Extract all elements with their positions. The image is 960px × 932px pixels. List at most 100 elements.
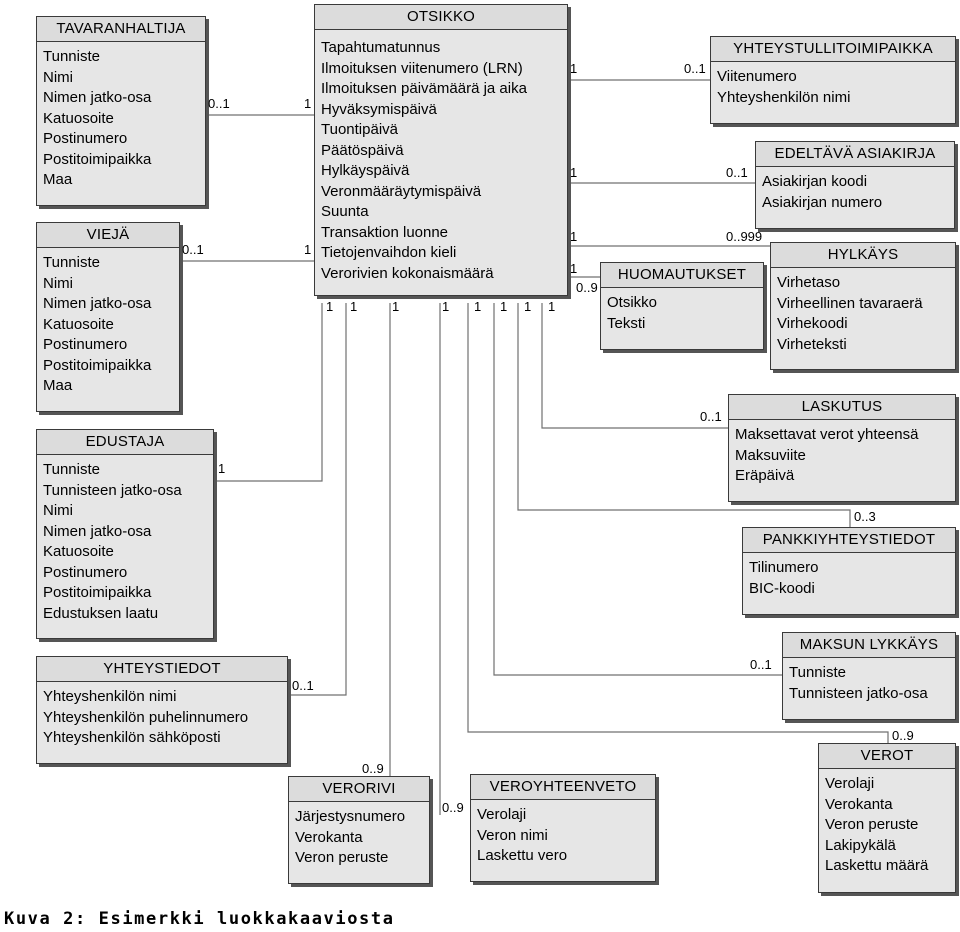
- line-maksun-otsikko: [493, 303, 782, 676]
- class-tavaranhaltija: TAVARANHALTIJA Tunniste Nimi Nimen jatko…: [36, 16, 206, 206]
- attribute: Yhteyshenkilön nimi: [717, 88, 851, 106]
- attribute: Verorivien kokonaismäärä: [321, 264, 494, 282]
- multiplicity-label: 0..1: [208, 96, 230, 111]
- attribute: Verolaji: [477, 806, 527, 823]
- multiplicity-label: 0..9: [362, 761, 384, 776]
- class-attributes: Tunniste Nimi Nimen jatko-osa Katuosoite…: [37, 248, 179, 400]
- multiplicity-label: 1: [524, 299, 532, 314]
- attribute: Veron peruste: [295, 849, 389, 866]
- attribute: Suunta: [321, 203, 369, 220]
- attribute: Veron peruste: [825, 816, 919, 833]
- attribute: Järjestysnumero: [295, 808, 406, 825]
- class-attributes: Tunniste Tunnisteen jatko-osa Nimi Nimen…: [37, 455, 213, 627]
- class-attributes: Viitenumero Yhteyshenkilön nimi: [711, 62, 955, 111]
- class-pankkiyhteystiedot: PANKKIYHTEYSTIEDOT Tilinumero BIC-koodi: [742, 527, 956, 615]
- class-yhteystullitoimipaikka: YHTEYSTULLITOIMIPAIKKA Viitenumero Yhtey…: [710, 36, 956, 124]
- figure-caption: Kuva 2: Esimerkki luokkakaaviosta: [4, 909, 395, 929]
- multiplicity-label: 0..1: [292, 678, 314, 693]
- multiplicity-label: 1: [548, 299, 556, 314]
- class-title: MAKSUN LYKKÄYS: [783, 633, 955, 658]
- attribute: Hylkäyspäivä: [321, 162, 410, 179]
- attribute: Hyväksymispäivä: [321, 100, 437, 118]
- multiplicity-label: 1: [218, 461, 226, 476]
- attribute: Postitoimipaikka: [43, 150, 152, 168]
- multiplicity-label: 1: [570, 229, 578, 244]
- attribute: Yhteyshenkilön nimi: [43, 688, 177, 705]
- attribute: Nimi: [43, 68, 73, 86]
- attribute: Ilmoituksen viitenumero (LRN): [321, 59, 523, 77]
- multiplicity-label: 1: [474, 299, 482, 314]
- multiplicity-label: 0..1: [750, 657, 772, 672]
- attribute: Tunniste: [43, 254, 100, 271]
- attribute: Nimen jatko-osa: [43, 295, 152, 312]
- attribute: Asiakirjan numero: [762, 193, 883, 211]
- multiplicity-label: 1: [350, 299, 358, 314]
- class-attributes: Järjestysnumero Verokanta Veron peruste: [289, 802, 429, 872]
- attribute: Veronmääräytymispäivä: [321, 182, 482, 200]
- multiplicity-label: 0..3: [854, 509, 876, 524]
- class-attributes: Verolaji Verokanta Veron peruste Lakipyk…: [819, 769, 955, 880]
- class-title: VIEJÄ: [37, 223, 179, 248]
- attribute: Transaktion luonne: [321, 223, 449, 241]
- multiplicity-label: 1: [392, 299, 400, 314]
- multiplicity-label: 1: [304, 242, 312, 257]
- multiplicity-label: 0..1: [726, 165, 748, 180]
- attribute: Edustuksen laatu: [43, 604, 159, 622]
- attribute: Katuosoite: [43, 109, 114, 127]
- line-yhteystiedot-otsikko: [288, 303, 347, 696]
- class-verorivi: VERORIVI Järjestysnumero Verokanta Veron…: [288, 776, 430, 884]
- class-attributes: Maksettavat verot yhteensä Maksuviite Er…: [729, 420, 955, 490]
- attribute: Laskettu vero: [477, 847, 568, 864]
- attribute: Päätöspäivä: [321, 141, 404, 159]
- class-attributes: Virhetaso Virheellinen tavaraerä Virheko…: [771, 268, 955, 358]
- attribute: Virheteksti: [777, 335, 847, 353]
- class-attributes: Yhteyshenkilön nimi Yhteyshenkilön puhel…: [37, 682, 287, 752]
- attribute: Tunniste: [789, 664, 846, 681]
- class-title: HUOMAUTUKSET: [601, 263, 763, 288]
- attribute: Postinumero: [43, 336, 128, 353]
- multiplicity-label: 0..1: [684, 61, 706, 76]
- attribute: Tuontipäivä: [321, 121, 398, 138]
- attribute: Verokanta: [295, 828, 363, 846]
- attribute: Otsikko: [607, 294, 658, 311]
- class-title: VEROT: [819, 744, 955, 769]
- attribute: Maa: [43, 171, 73, 188]
- line-edustaja-otsikko: [214, 303, 323, 482]
- class-yhteystiedot: YHTEYSTIEDOT Yhteyshenkilön nimi Yhteysh…: [36, 656, 288, 764]
- attribute: Nimi: [43, 274, 73, 292]
- class-title: YHTEYSTIEDOT: [37, 657, 287, 682]
- multiplicity-label: 0..1: [700, 409, 722, 424]
- class-edeltava-asiakirja: EDELTÄVÄ ASIAKIRJA Asiakirjan koodi Asia…: [755, 141, 955, 229]
- attribute: Postitoimipaikka: [43, 356, 152, 374]
- attribute: Postinumero: [43, 563, 128, 581]
- attribute: Maa: [43, 377, 73, 394]
- attribute: Tunnisteen jatko-osa: [789, 684, 928, 702]
- class-laskutus: LASKUTUS Maksettavat verot yhteensä Maks…: [728, 394, 956, 502]
- attribute: Virheellinen tavaraerä: [777, 294, 923, 312]
- multiplicity-label: 0..999: [726, 229, 763, 244]
- class-attributes: Tunniste Tunnisteen jatko-osa: [783, 658, 955, 707]
- class-attributes: Tunniste Nimi Nimen jatko-osa Katuosoite…: [37, 42, 205, 194]
- attribute: Laskettu määrä: [825, 857, 929, 874]
- attribute: Maksuviite: [735, 446, 806, 464]
- class-title: OTSIKKO: [315, 5, 567, 30]
- attribute: Yhteyshenkilön sähköposti: [43, 729, 221, 746]
- class-title: PANKKIYHTEYSTIEDOT: [743, 528, 955, 553]
- class-huomautukset: HUOMAUTUKSET Otsikko Teksti: [600, 262, 764, 350]
- attribute: Nimen jatko-osa: [43, 89, 152, 106]
- attribute: Tapahtumatunnus: [321, 39, 441, 56]
- class-title: LASKUTUS: [729, 395, 955, 420]
- attribute: Tunniste: [43, 461, 100, 478]
- line-pankki-otsikko: [517, 303, 851, 527]
- class-attributes: Tilinumero BIC-koodi: [743, 553, 955, 602]
- multiplicity-label: 1: [442, 299, 450, 314]
- line-verot-otsikko: [467, 303, 889, 743]
- class-title: EDUSTAJA: [37, 430, 213, 455]
- class-title: EDELTÄVÄ ASIAKIRJA: [756, 142, 954, 167]
- class-vieja: VIEJÄ Tunniste Nimi Nimen jatko-osa Katu…: [36, 222, 180, 412]
- class-hylkays: HYLKÄYS Virhetaso Virheellinen tavaraerä…: [770, 242, 956, 370]
- attribute: Veron nimi: [477, 826, 548, 844]
- attribute: Lakipykälä: [825, 836, 896, 854]
- multiplicity-label: 0..1: [182, 242, 204, 257]
